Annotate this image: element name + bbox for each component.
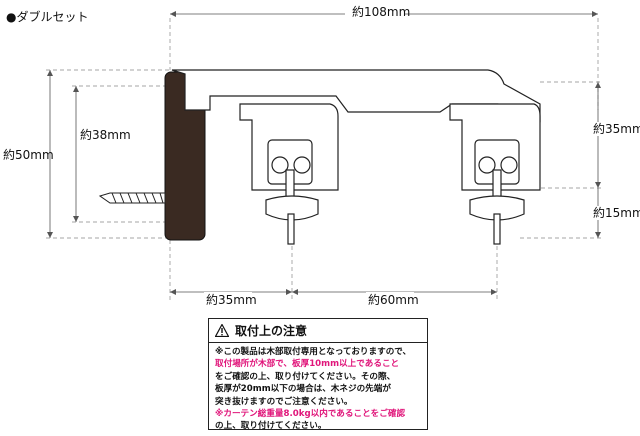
notice-line: の上、取り付けてください。	[215, 421, 327, 432]
label-total-height: 約50mm	[3, 147, 54, 162]
notice-line: 突き抜けますのでご注意ください。	[215, 396, 353, 407]
notice-header: 取付上の注意	[209, 319, 427, 343]
label-bottom-left: 約35mm	[206, 292, 257, 307]
label-bottom-right: 約60mm	[368, 292, 419, 307]
label-right-bottom: 約15mm	[593, 205, 640, 220]
diagram-title: ●ダブルセット	[6, 10, 89, 24]
notice-line: ※カーテン総重量8.0kg以内であることをご確認	[215, 409, 406, 420]
runner-right	[449, 103, 541, 245]
dimension-right: 約35mm 約15mm	[520, 81, 640, 239]
notice-line: をご確認の上、取り付けてください。その際、	[215, 371, 396, 382]
dimension-inner-height: 約38mm	[72, 85, 175, 223]
notice-box: 取付上の注意 ※この製品は木部取付専用となっておりますので、取付場所が木部で、板…	[208, 318, 428, 431]
notice-heading: 取付上の注意	[235, 324, 308, 338]
label-right-height: 約35mm	[593, 121, 640, 136]
dimension-total-height: 約50mm	[2, 69, 175, 239]
notice-line: ※この製品は木部取付専用となっておりますので、	[215, 347, 412, 357]
runner-left	[239, 103, 339, 245]
label-total-width: 約108mm	[352, 4, 410, 19]
notice-line: 板厚が20mm以下の場合は、木ネジの先端が	[215, 384, 391, 395]
notice-line: 取付場所が木部で、板厚10mm以上であること	[215, 359, 400, 370]
dimension-total-width: 約108mm	[169, 4, 599, 110]
notice-body: ※この製品は木部取付専用となっておりますので、取付場所が木部で、板厚10mm以上…	[209, 343, 427, 436]
label-inner-height: 約38mm	[80, 127, 131, 142]
dimension-bottom: 約35mm 約60mm	[169, 120, 498, 307]
wood-screw	[98, 192, 166, 204]
warning-triangle-icon	[215, 324, 229, 337]
